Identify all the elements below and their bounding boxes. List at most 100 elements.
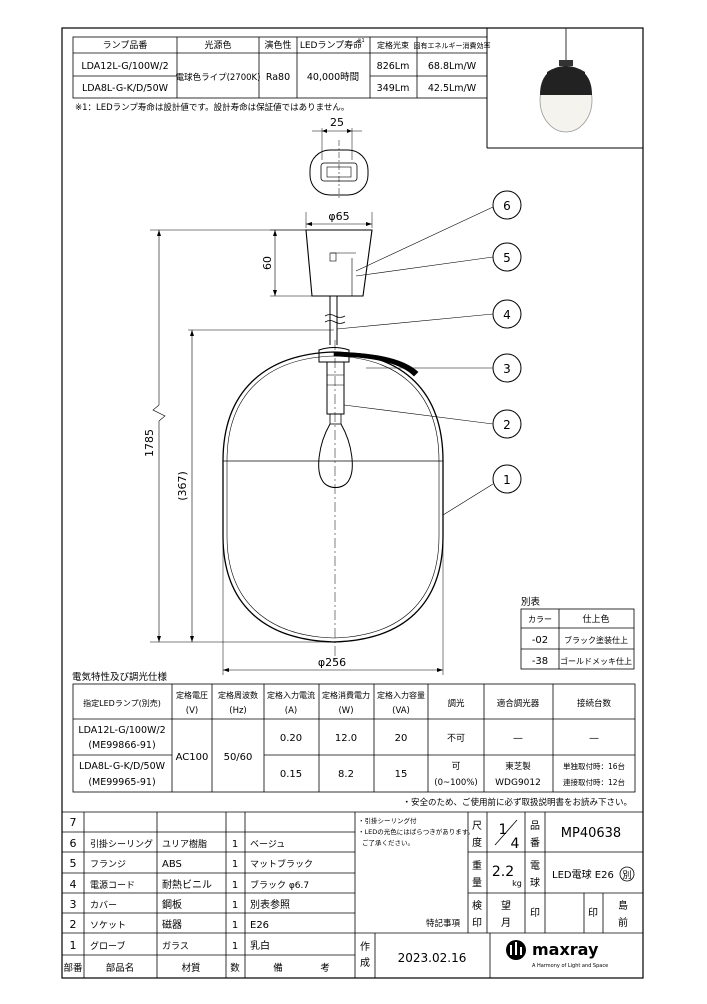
callout-4: 4 (503, 308, 511, 322)
elec-r1-dim: 不可 (447, 733, 465, 744)
title-block: 尺 度 1 4 品 番 MP40638 重 量 2.2 kg 電 球 LED電球… (360, 820, 635, 969)
elec-freq: 50/60 (224, 752, 253, 763)
shimazaki-1: 島 (618, 899, 628, 912)
elec-r2-count-chain: 連接取付時：12台 (563, 777, 625, 787)
stamp-label-2: 印 (588, 907, 598, 919)
elec-hdr-capacity-unit: (VA) (392, 706, 410, 716)
lamp-hdr-lumen: 定格光束 (377, 40, 409, 50)
lamp-life-note: ※1：LEDランプ寿命は設計値です。設計寿命は保証値ではありません。 (75, 102, 349, 113)
lamp-row1-eff: 68.8Lm/W (428, 61, 477, 72)
dim-1785: 1785 (143, 429, 156, 457)
product-thumbnail (486, 28, 643, 149)
elec-r2-capacity: 15 (395, 769, 408, 780)
part-qty-1: 1 (232, 941, 238, 952)
variant-code-02: -02 (532, 635, 548, 646)
nozomi-2: 月 (501, 917, 511, 929)
part-mat-6: ユリア樹脂 (162, 838, 207, 850)
part-name-5: フランジ (90, 859, 126, 870)
elec-hdr-current: 定格入力電流 (267, 690, 315, 700)
part-name-3: カバー (90, 900, 117, 911)
product-label-1: 品 (530, 820, 540, 832)
part-no-7: 7 (70, 816, 77, 829)
lamp-hdr-note-mark: ※1 (357, 38, 364, 44)
special-note-1: ・引掛シーリング付 (358, 816, 417, 825)
part-note-5: マットブラック (250, 858, 313, 870)
lamp-row2-eff: 42.5Lm/W (428, 83, 477, 94)
dim-367: (367) (176, 471, 189, 501)
elec-lamp2: LDA8L-G-K/D/50W (79, 761, 166, 772)
elec-title: 電気特性及び調光仕様 (72, 671, 168, 683)
product-label-2: 番 (530, 837, 540, 849)
elec-lamp2-code: (ME99965-91) (88, 777, 155, 788)
variant-hdr-finish: 仕上色 (582, 613, 609, 625)
check-label-2: 印 (472, 917, 482, 929)
bulb-label-1: 電 (530, 860, 540, 872)
bulb-label-2: 球 (530, 876, 540, 889)
elec-r2-dim-range: (0~100%) (434, 778, 477, 788)
part-mat-2: 磁器 (162, 918, 182, 931)
sheet-border (61, 27, 644, 979)
part-qty-2: 1 (232, 920, 238, 931)
dimension-arrows (157, 129, 443, 672)
elec-r1-dimmer: — (513, 733, 523, 744)
part-no-6: 6 (70, 837, 77, 850)
scale-num: 1 (499, 822, 508, 838)
elec-hdr-voltage-unit: (V) (186, 706, 198, 716)
elec-hdr-lamp: 指定LEDランプ(別売) (83, 698, 161, 708)
lamp-color: 電球色ライプ(2700K) (176, 72, 261, 83)
part-note-6: ベージュ (250, 840, 285, 850)
check-label-1: 検 (472, 899, 482, 912)
callout-6: 6 (503, 199, 511, 213)
elec-hdr-voltage: 定格電圧 (176, 690, 208, 700)
scale-den: 4 (511, 836, 520, 852)
part-name-4: 電源コード (90, 880, 135, 891)
elec-hdr-dim: 調光 (447, 698, 465, 709)
variant-hdr-color: カラー (528, 615, 552, 624)
part-qty-3: 1 (232, 900, 238, 911)
safety-note: ・安全のため、ご使用前に必ず取扱説明書をお読み下さい。 (402, 797, 632, 808)
lamp-hdr-cri: 演色性 (264, 39, 291, 51)
part-no-1: 1 (70, 939, 77, 952)
elec-r1-count: — (589, 733, 599, 744)
nozomi-1: 望 (501, 899, 511, 912)
weight-unit: kg (512, 879, 522, 888)
part-mat-5: ABS (162, 859, 182, 870)
elec-lamp1-code: (ME99866-91) (88, 740, 155, 751)
created-date: 2023.02.16 (398, 951, 467, 965)
parts-rows: 7 6 引掛シーリング ユリア樹脂 1 ベージュ 5 フランジ ABS 1 マッ… (63, 816, 329, 974)
elec-table (72, 683, 636, 793)
elec-hdr-power: 定格消費電力 (322, 690, 370, 700)
weight-label-2: 量 (472, 877, 482, 889)
scale-label-2: 度 (472, 836, 482, 849)
callout-1: 1 (503, 473, 511, 487)
maxray-logo-icon (506, 940, 526, 960)
special-note-2: ・LEDの光色にはばらつきがあります。 (358, 827, 474, 836)
part-note-4: ブラック φ6.7 (250, 879, 309, 891)
part-qty-4: 1 (232, 880, 238, 891)
part-mat-1: ガラス (162, 941, 189, 952)
part-name-1: グローブ (90, 940, 125, 952)
callout-5: 5 (503, 251, 511, 265)
lamp-hdr-eff: 固有エネルギー消費効率 (414, 41, 491, 50)
lamp-hdr-model: ランプ品番 (103, 39, 148, 51)
elec-r2-dim: 可 (451, 761, 460, 772)
variant-code-38: -38 (532, 656, 548, 667)
part-note-2: E26 (250, 920, 269, 931)
part-note-3: 別表参照 (250, 898, 290, 911)
dim-256: φ256 (318, 656, 346, 669)
elec-r1-current: 0.20 (280, 733, 302, 744)
elec-voltage: AC100 (176, 752, 209, 763)
elec-hdr-freq-unit: (Hz) (229, 706, 247, 716)
elec-r1-power: 12.0 (335, 733, 357, 744)
parts-hdr-mat: 材質 (181, 962, 200, 974)
part-no-2: 2 (70, 918, 77, 931)
elec-hdr-count: 接続台数 (577, 698, 612, 709)
dim-25: 25 (330, 116, 344, 129)
part-note-1: 乳白 (250, 939, 270, 952)
part-name-6: 引掛シーリング (90, 838, 153, 850)
elec-hdr-dimmer: 適合調光器 (497, 698, 540, 709)
dim-60: 60 (261, 256, 274, 270)
fixture-drawing (150, 128, 522, 675)
